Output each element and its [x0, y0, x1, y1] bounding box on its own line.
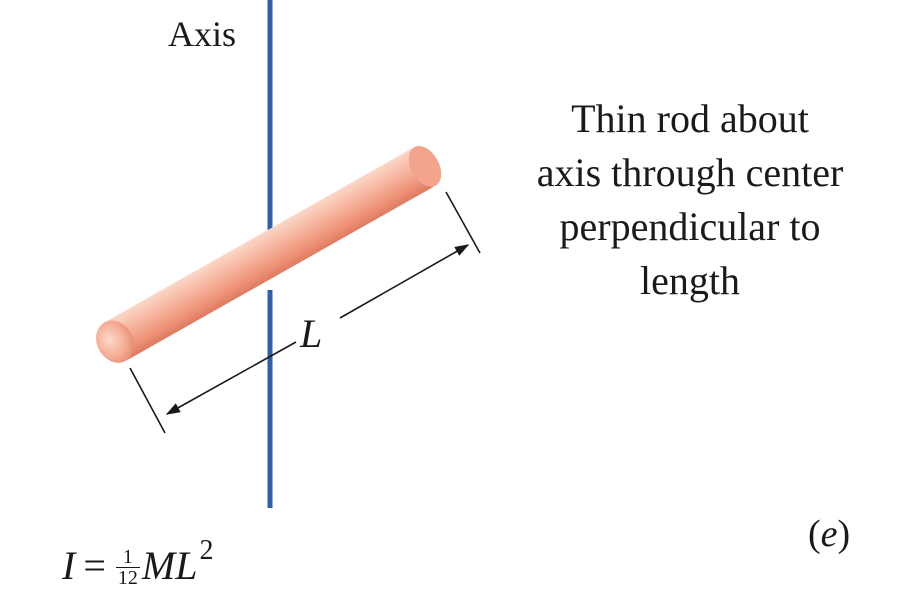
axis-label: Axis [168, 14, 237, 54]
formula-equals: = [83, 543, 106, 588]
rod-caption: Thin rod about axis through center perpe… [480, 92, 900, 308]
formula-mass-symbol: M [141, 543, 176, 588]
caption-line: Thin rod about [571, 96, 809, 141]
rod-end-cap [96, 320, 135, 363]
caption-line: axis through center [536, 150, 844, 195]
formula-inertia-symbol: I [62, 543, 76, 588]
panel-letter: e [820, 513, 838, 555]
length-label: L [300, 311, 323, 356]
formula-length-symbol: L [175, 543, 198, 588]
caption-line: length [640, 258, 740, 303]
panel-label: (e) [808, 512, 850, 556]
caption-line: perpendicular to [559, 204, 821, 249]
panel-close-paren: ) [837, 513, 851, 555]
fraction-denominator: 12 [117, 567, 138, 590]
dimension-arrow-left [165, 341, 297, 415]
dimension-extension-left [129, 367, 166, 434]
thin-rod [96, 145, 442, 363]
fraction-numerator: 1 [115, 547, 140, 569]
formula-exponent: 2 [199, 534, 214, 566]
dimension-extension-right [445, 191, 481, 254]
panel-open-paren: ( [808, 513, 821, 555]
dimension-arrow-right [339, 244, 470, 319]
